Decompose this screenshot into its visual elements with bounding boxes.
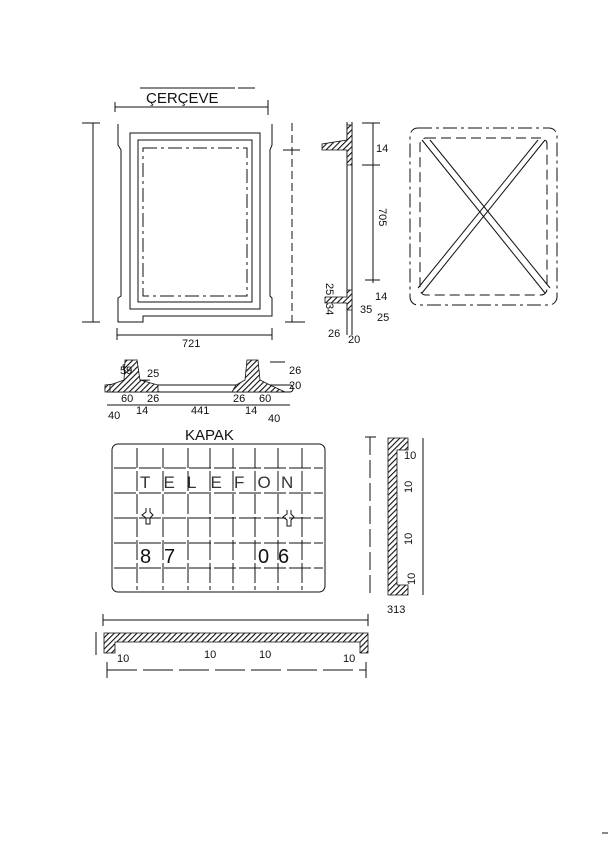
dim-label: 25 — [147, 368, 159, 380]
dim-label: 10 — [404, 450, 416, 462]
dim-label: 10 — [406, 573, 418, 585]
cover-side-section: 10 10 10 10 10 313 — [365, 436, 424, 616]
frame-plan-view: ÇERÇEVE 721 — [82, 87, 305, 350]
marking-letter: F — [234, 473, 244, 492]
number-digit: 7 — [164, 546, 175, 568]
frame-side-section: 14 705 25 34 14 35 25 26 20 — [321, 122, 389, 346]
dim-label: 14 — [245, 405, 257, 417]
dim-label: 10 — [117, 653, 129, 665]
marking-letter: O — [258, 473, 271, 492]
width-dimension-label: 721 — [182, 338, 200, 350]
dim-label: 34 — [323, 303, 335, 315]
cover-section-profile — [387, 437, 409, 596]
frame-ring-middle — [137, 139, 253, 303]
underside-outline — [409, 127, 558, 306]
dim-label: 35 — [360, 304, 372, 316]
cover-section-profile — [103, 632, 369, 654]
marking-letter: L — [187, 473, 196, 492]
cover-grid — [114, 448, 323, 590]
dim-label: 60 — [259, 393, 271, 405]
dim-label: 40 — [268, 413, 280, 425]
dim-label: 26 — [289, 365, 301, 377]
frame-opening — [142, 147, 248, 297]
cover-cross-section: 10 10 10 10 — [95, 614, 369, 678]
marking-letter: T — [140, 473, 150, 492]
frame-cross-section: 59 25 26 20 60 26 26 60 40 14 441 14 40 — [104, 359, 301, 425]
number-digit: 0 — [258, 546, 269, 568]
dim-label: 25 — [323, 283, 335, 295]
frame-ring-outer — [129, 132, 261, 310]
frame-title: ÇERÇEVE — [146, 90, 219, 107]
cover-outline — [111, 443, 326, 593]
top-flange-label: 14 — [376, 143, 388, 155]
number-digit: 6 — [278, 546, 289, 568]
dim-label: 10 — [204, 649, 216, 661]
dim-label: 14 — [136, 405, 148, 417]
cross-brace — [421, 139, 546, 294]
height-label: 705 — [376, 208, 388, 226]
frame-outline — [117, 124, 273, 323]
lifting-slot-icon — [141, 508, 154, 525]
dim-label: 25 — [377, 312, 389, 324]
dim-label: 313 — [387, 604, 405, 616]
lifting-slot-icon — [282, 510, 295, 527]
left-rib — [109, 359, 159, 393]
dim-label: 40 — [108, 410, 120, 422]
dim-label: 26 — [328, 328, 340, 340]
frame-top-flange — [321, 124, 353, 166]
number-digit: 8 — [140, 546, 151, 568]
dim-label: 59 — [120, 365, 132, 377]
dim-label: 20 — [289, 380, 301, 392]
dim-label: 10 — [343, 653, 355, 665]
dim-label: 26 — [147, 393, 159, 405]
dim-label: 26 — [233, 393, 245, 405]
dim-label: 10 — [403, 481, 415, 493]
dim-label: 441 — [191, 405, 209, 417]
marking-letter: E — [211, 473, 222, 492]
dim-label: 60 — [121, 393, 133, 405]
marking-letter: E — [164, 473, 175, 492]
dim-label: 14 — [375, 291, 387, 303]
frame-underside-view — [409, 127, 558, 306]
cover-title: KAPAK — [185, 427, 234, 444]
marking-letter: N — [281, 473, 293, 492]
dim-label: 20 — [348, 334, 360, 346]
dim-label: 10 — [259, 649, 271, 661]
dim-label: 10 — [403, 533, 415, 545]
frame-bottom-flange — [324, 289, 353, 311]
right-rib — [231, 359, 286, 393]
